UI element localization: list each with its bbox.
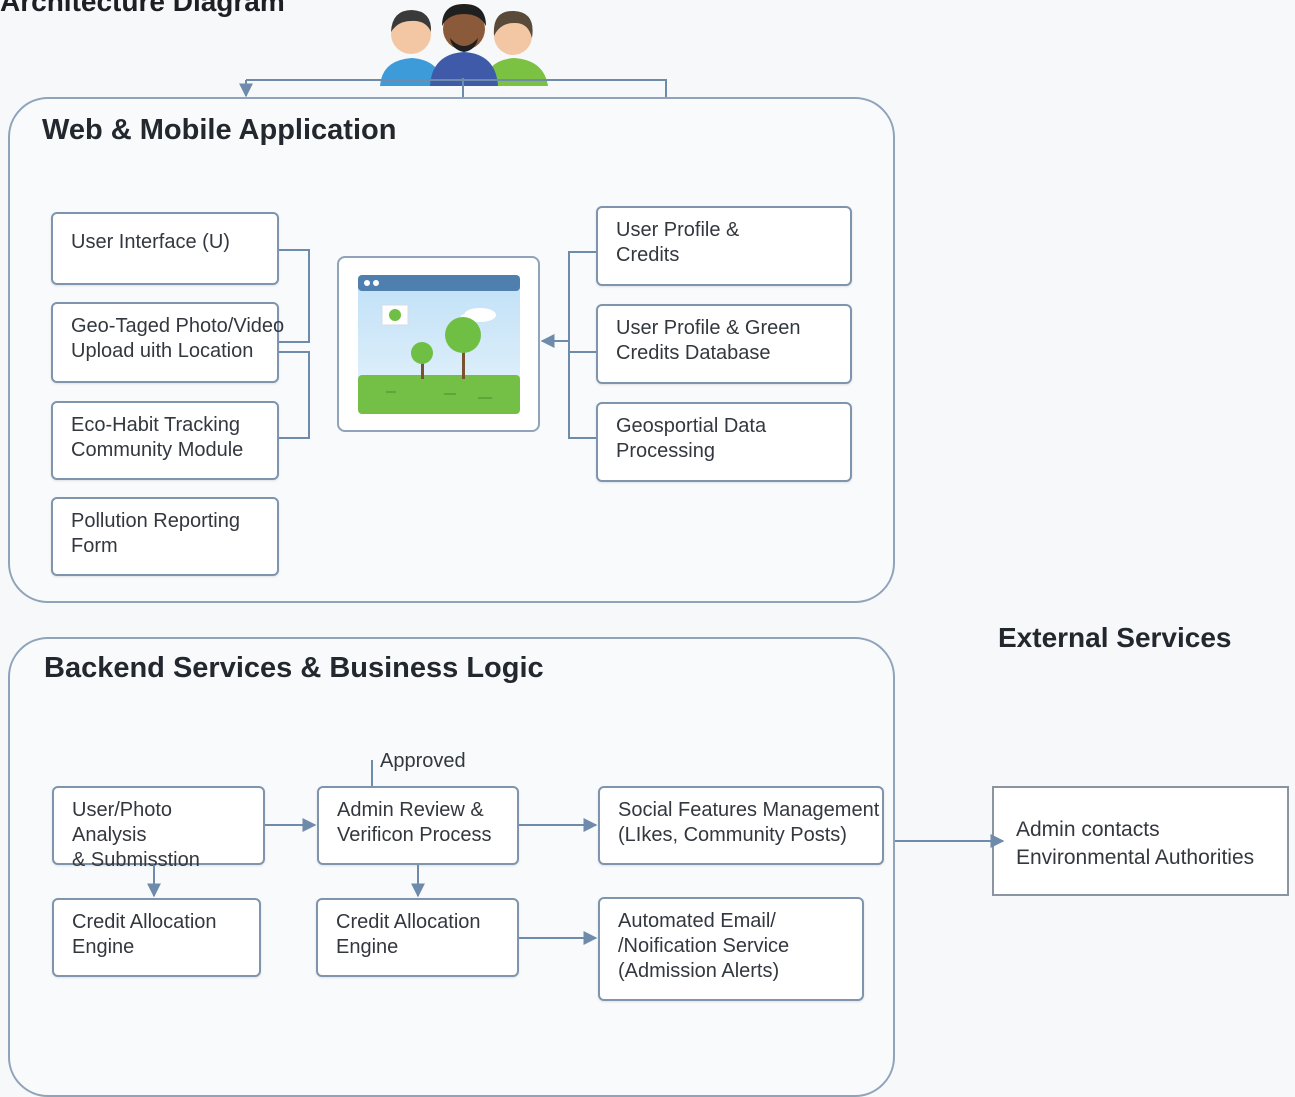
- box-label: Engine: [72, 936, 135, 958]
- user-interface-box[interactable]: User Interface (U): [51, 212, 279, 285]
- box-label: Automated Email/: [618, 910, 776, 932]
- social-features-box[interactable]: Social Features Management (LIkes, Commu…: [598, 786, 884, 865]
- pollution-reporting-box[interactable]: Pollution Reporting Form: [51, 497, 279, 576]
- photo-analysis-box[interactable]: User/Photo Analysis & Submisstion: [52, 786, 265, 871]
- box-label: Geosportial Data: [616, 415, 767, 437]
- box-label: Admin Review &: [337, 799, 484, 821]
- box-label: Geo-Taged Photo/Video: [71, 315, 285, 337]
- left-bracket-connector: [279, 249, 310, 343]
- notification-service-box[interactable]: Automated Email/ /Noification Service (A…: [598, 897, 864, 1001]
- box-label: (LIkes, Community Posts): [618, 824, 847, 846]
- box-label: Credits: [616, 244, 680, 266]
- users-connector: [246, 79, 667, 97]
- left-bracket-connector: [279, 351, 310, 439]
- box-label: Upload uith Location: [71, 340, 254, 362]
- box-label: User Profile & Green: [616, 317, 801, 339]
- backend-section-title: Backend Services & Business Logic: [44, 652, 544, 684]
- box-label: User Profile &: [616, 219, 740, 241]
- box-label: Environmental Authorities: [1016, 846, 1255, 869]
- connector-layer: [147, 78, 1005, 945]
- credit-allocation-left-box[interactable]: Credit Allocation Engine: [52, 898, 261, 977]
- box-label: Community Module: [71, 439, 244, 461]
- external-section-title: External Services: [998, 622, 1232, 653]
- box-label: (Admission Alerts): [618, 960, 780, 982]
- box-label: Pollution Reporting: [71, 510, 240, 532]
- web-section-title: Web & Mobile Application: [42, 114, 397, 146]
- green-credits-database-box[interactable]: User Profile & Green Credits Database: [596, 304, 852, 384]
- box-label: & Submisstion: [72, 849, 200, 871]
- geospatial-processing-box[interactable]: Geosportial Data Processing: [596, 402, 852, 482]
- users-group-icon: [380, 4, 548, 86]
- right-bracket-connector: [568, 251, 596, 439]
- page-title: Architecture Diagram: [0, 0, 285, 17]
- approved-label: Approved: [380, 750, 466, 772]
- box-label: Social Features Management: [618, 799, 880, 821]
- box-label: Admin contacts: [1016, 818, 1160, 841]
- box-label: Engine: [336, 936, 399, 958]
- backend-panel: [8, 637, 895, 1097]
- credit-allocation-mid-box[interactable]: Credit Allocation Engine: [316, 898, 519, 977]
- box-label: Credit Allocation: [72, 911, 217, 933]
- external-authorities-box[interactable]: Admin contacts Environmental Authorities: [992, 786, 1289, 896]
- app-window-illustration: [358, 275, 520, 414]
- box-label: Verificon Process: [337, 824, 492, 846]
- admin-review-box[interactable]: Admin Review & Verificon Process: [317, 786, 519, 865]
- box-label: Credit Allocation: [336, 911, 481, 933]
- box-label: Credits Database: [616, 342, 771, 364]
- box-label: Processing: [616, 440, 715, 462]
- eco-habit-tracking-box[interactable]: Eco-Habit Tracking Community Module: [51, 401, 279, 480]
- box-label: User/Photo Analysis: [72, 799, 173, 846]
- box-label: Eco-Habit Tracking: [71, 414, 240, 436]
- box-label: Form: [71, 535, 118, 557]
- box-label: /Noification Service: [618, 935, 790, 957]
- geo-photo-upload-box[interactable]: Geo-Taged Photo/Video Upload uith Locati…: [51, 302, 285, 383]
- user-profile-credits-box[interactable]: User Profile & Credits: [596, 206, 852, 286]
- box-label: User Interface (U): [71, 231, 230, 253]
